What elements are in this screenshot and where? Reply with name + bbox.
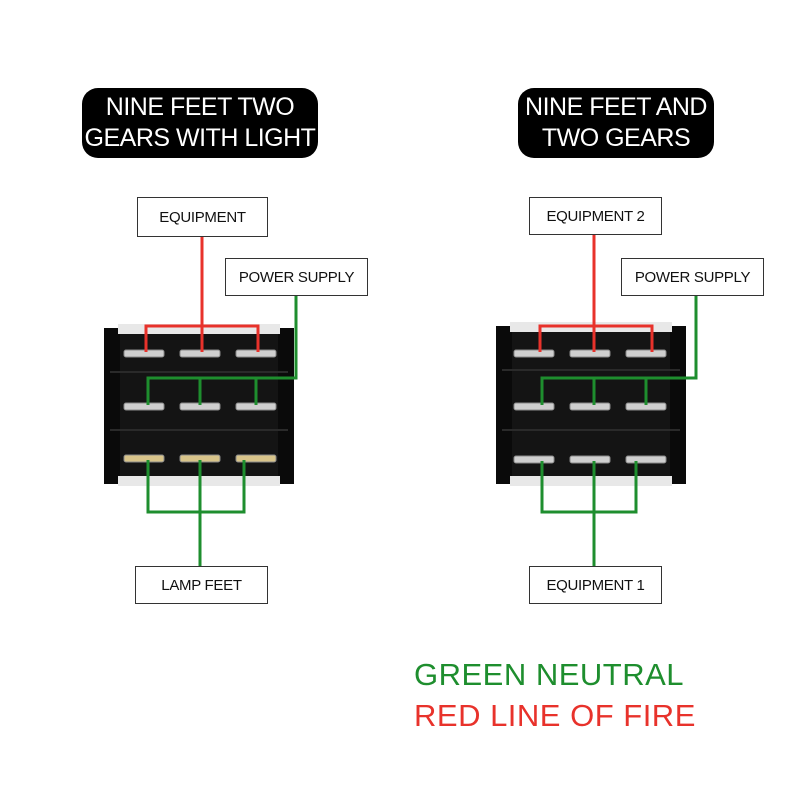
right-wiring-diagram: NINE FEET AND TWO GEARS <box>400 0 800 640</box>
left-switch-wiring <box>104 236 298 566</box>
pin-5 <box>569 402 611 411</box>
equipment-1-label: EQUIPMENT 1 <box>529 566 662 604</box>
pin-7 <box>123 454 165 463</box>
legend-red-live: RED LINE OF FIRE <box>414 698 696 733</box>
power-supply-label: POWER SUPPLY <box>225 258 368 296</box>
pin-2 <box>179 349 221 358</box>
green-lamp-wire <box>146 460 246 566</box>
pin-4 <box>123 402 165 411</box>
legend-green-neutral: GREEN NEUTRAL <box>414 657 685 692</box>
pin-7 <box>513 455 555 464</box>
pin-9 <box>625 455 667 464</box>
green-power-supply-wire <box>540 294 698 405</box>
pin-1 <box>123 349 165 358</box>
equipment-label: EQUIPMENT <box>137 197 268 237</box>
green-equipment-1-wire <box>540 461 638 566</box>
right-title-badge: NINE FEET AND TWO GEARS <box>518 88 714 158</box>
left-wiring-diagram: NINE FEET TWO GEARS WITH LIGHT <box>0 0 400 640</box>
pin-8 <box>569 455 611 464</box>
wire-color-legend: GREEN NEUTRAL RED LINE OF FIRE <box>414 654 696 736</box>
red-live-wire <box>538 232 654 352</box>
left-title-badge: NINE FEET TWO GEARS WITH LIGHT <box>82 88 318 158</box>
switch-pins <box>513 349 667 464</box>
power-supply-label: POWER SUPPLY <box>621 258 764 296</box>
pin-9 <box>235 454 277 463</box>
pin-3 <box>625 349 667 358</box>
pin-2 <box>569 349 611 358</box>
green-power-supply-wire <box>146 294 298 405</box>
pin-3 <box>235 349 277 358</box>
equipment-2-label: EQUIPMENT 2 <box>529 197 662 235</box>
pin-4 <box>513 402 555 411</box>
right-switch-wiring <box>496 232 698 566</box>
pin-1 <box>513 349 555 358</box>
switch-pins <box>123 349 277 463</box>
lamp-feet-label: LAMP FEET <box>135 566 268 604</box>
red-live-wire <box>144 236 260 352</box>
